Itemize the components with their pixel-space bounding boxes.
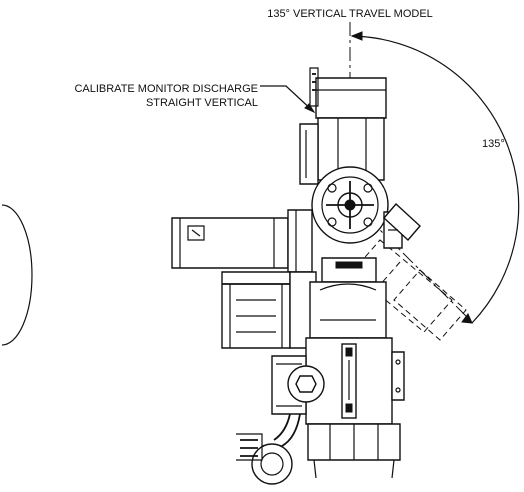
horizontal-motor: [171, 209, 313, 273]
angle-arc: [350, 31, 520, 324]
right-gear-housing: [383, 202, 421, 249]
base-body: [305, 337, 405, 425]
left-edge-arc: [1, 204, 33, 346]
bottom-flange: [307, 423, 401, 479]
drawing-title: 135° VERTICAL TRAVEL MODEL: [267, 8, 433, 20]
angle-label: 135°: [482, 138, 505, 150]
lower-pipe-loop: [251, 413, 301, 485]
callout-line-2: STRAIGHT VERTICAL: [146, 97, 258, 109]
riser-tube: [299, 123, 319, 185]
callout-line-1: CALIBRATE MONITOR DISCHARGE: [74, 83, 258, 95]
bottom-left-bracket: [236, 433, 263, 461]
center-gearbox: [309, 257, 387, 339]
swivel-joint: [311, 166, 389, 244]
discharge-outlet-vertical: [309, 67, 387, 181]
manual-override-valve: [271, 355, 325, 415]
lower-left-motor: [221, 271, 317, 349]
callout-leader: [260, 85, 316, 114]
